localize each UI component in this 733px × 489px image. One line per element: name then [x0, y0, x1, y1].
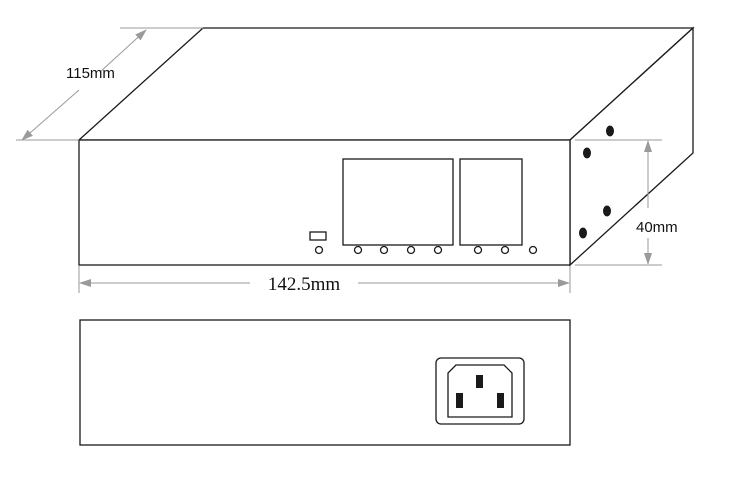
width-label: 142.5mm: [268, 274, 341, 295]
rear-panel-view: [79, 319, 571, 446]
depth-dimension: 115mm: [16, 27, 203, 141]
front-panel: [78, 139, 571, 266]
led-icon: [314, 245, 324, 255]
power-socket-icon: [435, 357, 525, 425]
depth-label: 115mm: [66, 65, 115, 82]
port-block-large: [342, 158, 454, 246]
height-label: 40mm: [636, 219, 678, 236]
led-icon: [433, 245, 443, 255]
indicator-leds: [314, 245, 538, 255]
device-isometric-view: [77, 26, 695, 267]
led-icon: [379, 245, 389, 255]
led-icon: [473, 245, 483, 255]
led-icon: [406, 245, 416, 255]
led-icon: [353, 245, 363, 255]
rear-panel: [79, 319, 571, 446]
led-icon: [500, 245, 510, 255]
screw-icon: [606, 125, 614, 137]
screw-icon: [579, 227, 587, 239]
port-block-small: [459, 158, 523, 246]
led-icon: [528, 245, 538, 255]
height-dimension: 40mm: [575, 139, 678, 266]
screw-icon: [603, 205, 611, 217]
width-dimension: 142.5mm: [78, 266, 571, 295]
screw-icon: [583, 147, 591, 159]
power-switch: [309, 231, 327, 241]
